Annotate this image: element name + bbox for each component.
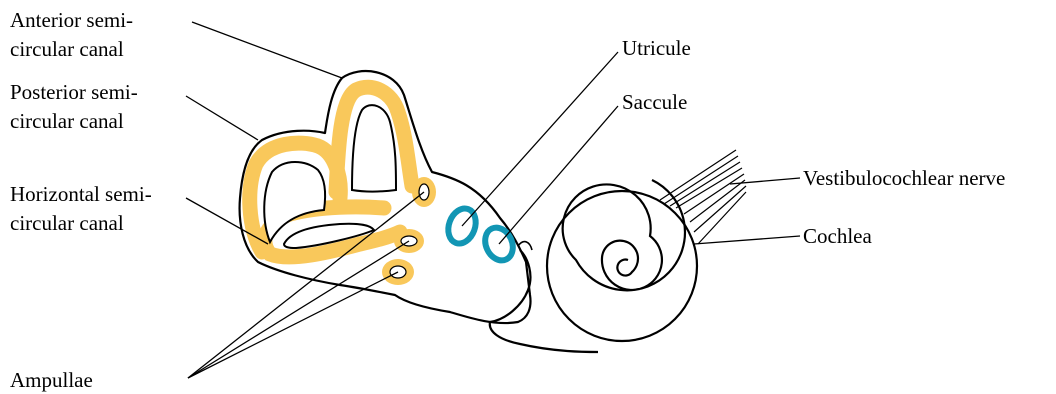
leader-cochlea	[694, 236, 800, 244]
leader-ampulla-1	[188, 192, 424, 378]
leader-utricule	[462, 52, 618, 226]
label-posterior-line1: Posterior semi-	[10, 78, 138, 107]
leader-posterior	[186, 96, 258, 140]
label-ampullae: Ampullae	[10, 366, 93, 394]
cochlea-duct	[490, 250, 598, 352]
anterior-canal-hollow	[352, 105, 396, 191]
label-posterior-line2: circular canal	[10, 107, 138, 136]
label-horizontal-line1: Horizontal semi-	[10, 180, 152, 209]
label-horizontal-canal: Horizontal semi- circular canal	[10, 180, 152, 238]
leader-saccule	[499, 106, 618, 244]
leader-ampulla-3	[188, 272, 398, 378]
leader-nerve	[730, 178, 800, 184]
label-saccule: Saccule	[622, 88, 687, 117]
cochlea-spiral	[563, 180, 685, 290]
label-cochlea: Cochlea	[803, 222, 872, 251]
label-utricule: Utricule	[622, 34, 691, 63]
label-anterior-line1: Anterior semi-	[10, 6, 133, 35]
label-horizontal-line2: circular canal	[10, 209, 152, 238]
leader-anterior	[192, 22, 342, 78]
label-posterior-canal: Posterior semi- circular canal	[10, 78, 138, 136]
label-vestibulocochlear-nerve: Vestibulocochlear nerve	[803, 164, 1005, 193]
label-anterior-canal: Anterior semi- circular canal	[10, 6, 133, 64]
label-anterior-line2: circular canal	[10, 35, 133, 64]
